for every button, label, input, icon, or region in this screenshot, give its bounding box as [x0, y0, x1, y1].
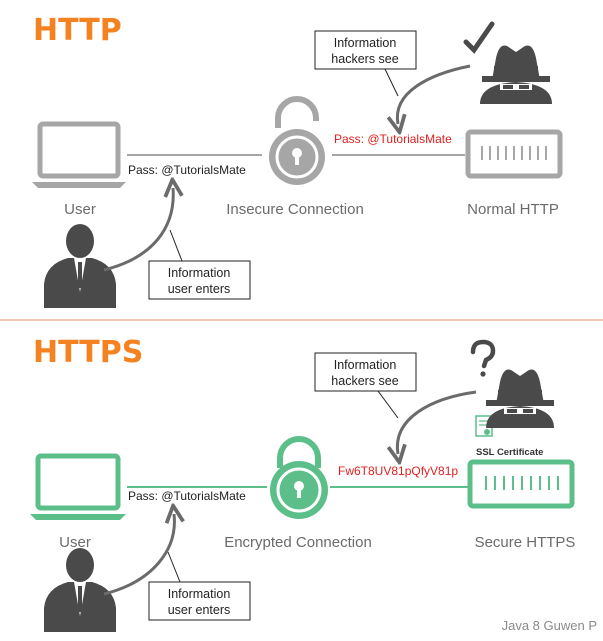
user-arrow	[103, 188, 173, 272]
server-icon	[465, 129, 563, 179]
question-mark-icon	[470, 339, 496, 377]
server-label: Secure HTTPS	[475, 534, 576, 551]
https-section: HTTPS User Pass: @TutorialsMate Encrypte…	[30, 335, 575, 632]
callout-user-line1: Information	[168, 266, 231, 280]
encrypted-text: Fw6T8UV81pQfyV81p	[338, 464, 458, 478]
check-mark-icon	[463, 21, 495, 54]
server-icon	[467, 459, 575, 509]
callout-user-line2: user enters	[168, 603, 231, 617]
connection-label: Insecure Connection	[226, 201, 364, 218]
laptop-icon	[32, 121, 126, 188]
callout-user-enters: Information user enters	[148, 551, 251, 621]
callout-user-enters: Information user enters	[148, 229, 251, 300]
http-title: HTTP	[33, 13, 122, 48]
open-padlock-icon	[269, 96, 325, 185]
callout-hackers-see: Information hackers see	[314, 352, 417, 419]
callout-hackers-line1: Information	[334, 358, 397, 372]
user-label: User	[64, 201, 96, 218]
closed-padlock-icon	[270, 436, 328, 519]
password-text: Pass: @TutorialsMate	[128, 489, 246, 503]
intercepted-text: Pass: @TutorialsMate	[334, 132, 452, 146]
hacker-icon	[480, 45, 552, 104]
callout-hackers-line1: Information	[334, 36, 397, 50]
https-title: HTTPS	[33, 335, 143, 370]
callout-hackers-see: Information hackers see	[314, 30, 417, 97]
user-arrow	[103, 514, 174, 596]
password-text: Pass: @TutorialsMate	[128, 163, 246, 177]
person-icon	[44, 224, 116, 308]
http-section: HTTP User Pass: @TutorialsMate Insecure …	[32, 13, 563, 308]
watermark: Java 8 Guwen P	[502, 618, 597, 633]
hacker-icon	[486, 369, 554, 428]
callout-hackers-line2: hackers see	[331, 52, 398, 66]
hacker-arrow	[397, 64, 471, 124]
callout-user-line2: user enters	[168, 282, 231, 296]
user-label: User	[59, 534, 91, 551]
person-icon	[44, 548, 116, 632]
callout-hackers-line2: hackers see	[331, 374, 398, 388]
callout-user-line1: Information	[168, 587, 231, 601]
ssl-label: SSL Certificate	[476, 447, 543, 458]
hacker-arrow	[397, 390, 477, 454]
laptop-icon	[30, 453, 126, 520]
connection-label: Encrypted Connection	[224, 534, 372, 551]
server-label: Normal HTTP	[467, 201, 559, 218]
